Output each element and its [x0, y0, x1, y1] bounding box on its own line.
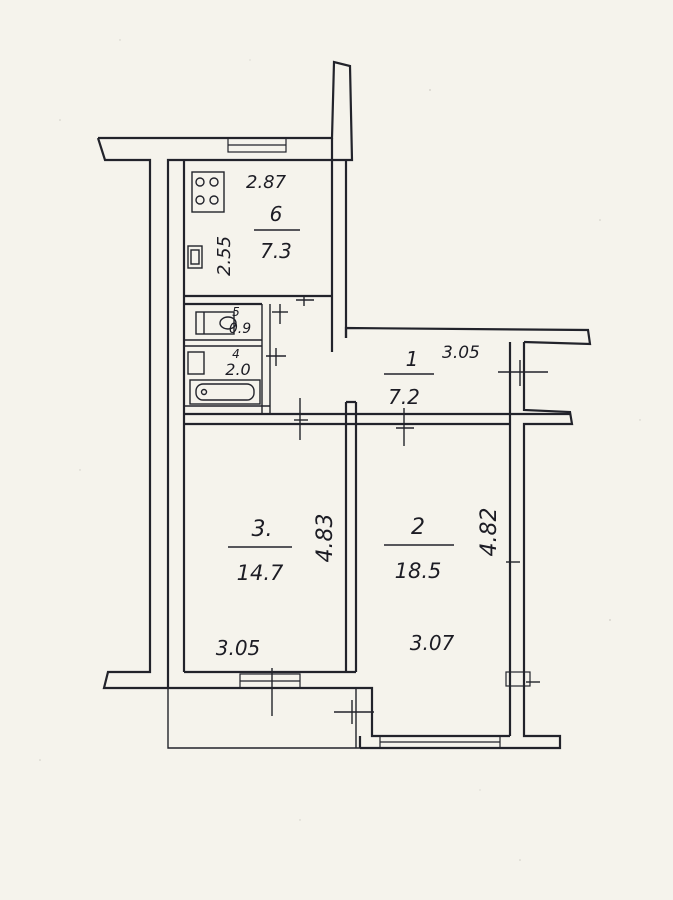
toilet-icon — [195, 311, 237, 335]
room-3-labels: 3. 14.7 4.83 3.05 — [216, 514, 338, 660]
door-ticks — [266, 296, 548, 724]
room1-area: 7.2 — [388, 385, 420, 409]
room2-bottom-wall — [356, 686, 510, 748]
room3-width: 3.05 — [216, 636, 261, 660]
walls — [96, 60, 592, 750]
room3-area: 14.7 — [237, 561, 284, 585]
bathtub-icon — [189, 379, 261, 405]
bath-right-wall — [261, 304, 271, 414]
room-6-labels: 2.87 6 7.3 2.55 — [214, 172, 300, 276]
fixtures — [187, 171, 261, 405]
kitchen-bottom-wall — [184, 294, 332, 306]
room6-number: 6 — [270, 202, 283, 226]
wc-bath-partition — [184, 339, 262, 347]
room1-width: 3.05 — [442, 343, 480, 363]
right-wall — [360, 342, 574, 750]
room6-width: 2.87 — [246, 172, 287, 193]
room-2-labels: 2 18.5 4.82 3.07 — [384, 508, 502, 655]
right-niche — [505, 671, 531, 687]
hall-top-wall — [344, 326, 592, 346]
kitchen-right-wall — [330, 138, 348, 352]
stove-icon — [191, 171, 225, 213]
room3-number: 3. — [252, 517, 273, 542]
room-5-labels: 5 0.9 — [229, 305, 251, 337]
rooms-top-wall — [184, 412, 570, 426]
windows — [227, 137, 531, 749]
room2-depth: 4.82 — [477, 508, 502, 557]
room2-number: 2 — [411, 515, 425, 540]
room4-number: 4 — [232, 347, 240, 361]
room5-area: 0.9 — [229, 321, 251, 337]
room1-number: 1 — [406, 347, 419, 371]
washbasin-icon — [187, 351, 205, 375]
room-1-labels: 1 3.05 7.2 — [384, 343, 480, 409]
room-4-labels: 4 2.0 — [225, 347, 250, 379]
kitchen-sink-icon — [187, 245, 203, 269]
top-wall — [96, 60, 354, 690]
room6-area: 7.3 — [260, 239, 292, 263]
room2-area: 18.5 — [395, 559, 442, 583]
room6-depth: 2.55 — [214, 236, 235, 276]
room2-width: 3.07 — [410, 631, 455, 655]
rooms-partition — [344, 400, 358, 672]
room3-depth: 4.83 — [313, 514, 338, 563]
room4-area: 2.0 — [225, 360, 250, 379]
loggia-outline — [167, 688, 360, 749]
room5-number: 5 — [232, 305, 240, 319]
paper-speckle — [39, 39, 641, 861]
